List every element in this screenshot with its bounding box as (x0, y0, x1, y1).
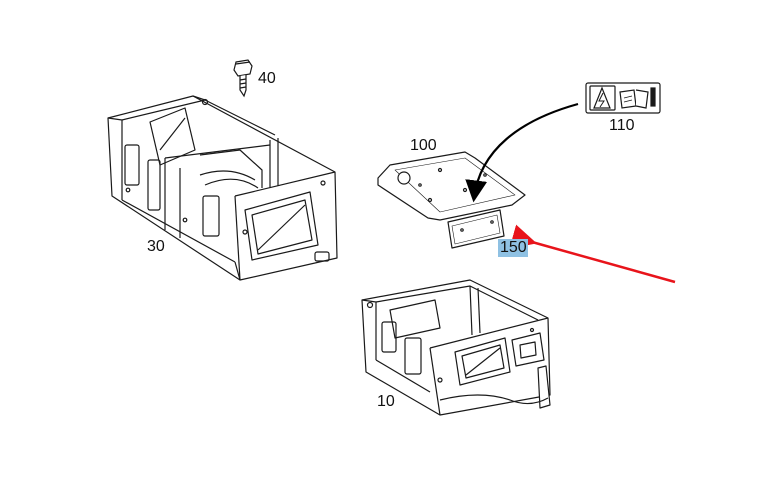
part-label-40: 40 (258, 70, 276, 87)
part-label-150: 150 (500, 239, 527, 256)
frame-30-drawing (107, 95, 338, 281)
cover-plate-100-drawing (377, 151, 526, 221)
frame-10-drawing (361, 279, 551, 416)
part-label-30: 30 (147, 238, 165, 255)
pointer-arrow (509, 224, 676, 284)
part-label-10: 10 (377, 393, 395, 410)
screw-icon (233, 59, 253, 98)
electrical-warning-decal-icon (585, 82, 661, 114)
part-label-100: 100 (410, 137, 437, 154)
callout-arrow (465, 102, 579, 203)
plate-150-drawing (447, 209, 505, 249)
label-150-highlight (498, 239, 528, 257)
part-label-110: 110 (609, 117, 635, 134)
